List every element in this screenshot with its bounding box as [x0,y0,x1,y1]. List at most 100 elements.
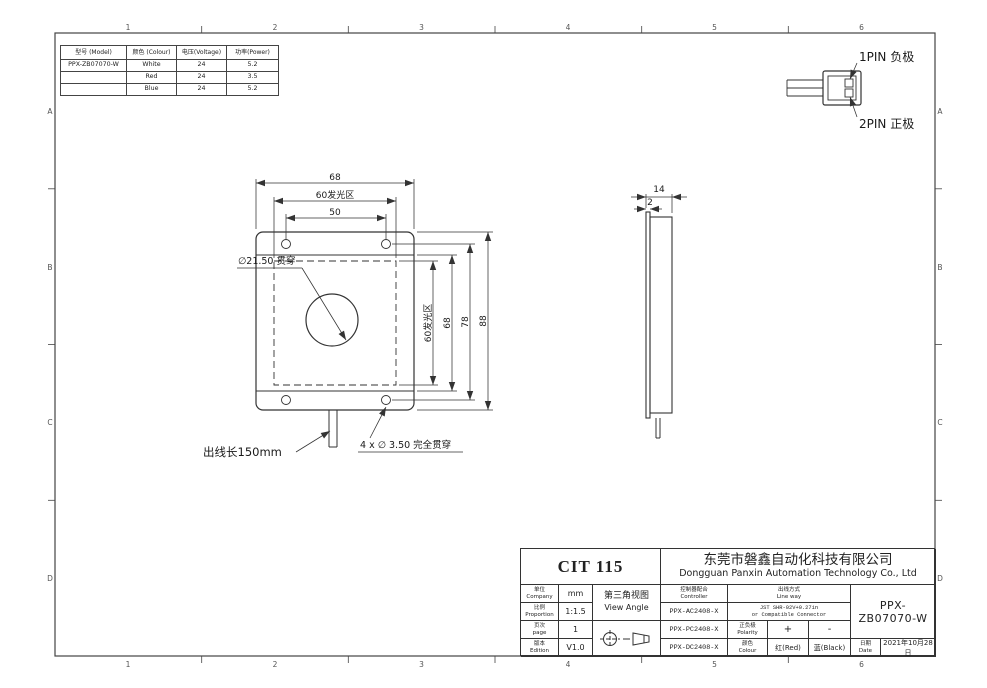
dim-width-outer-text: 68 [329,173,341,183]
spec-cell-model [60,83,127,96]
svg-text:C: C [937,418,942,427]
mount-hole-bottom-left [281,395,291,405]
svg-text:2: 2 [273,660,278,669]
zone-numbers-top: 1 2 3 4 5 6 [126,23,865,32]
spec-cell-voltage: 24 [176,59,227,72]
dim-height-glow [399,260,438,386]
svg-text:1: 1 [126,660,131,669]
mount-hole-bottom-right [381,395,391,405]
date-value: 2021年10月28日 [881,639,936,657]
dim-lip-text: 2 [647,198,653,208]
dim-height-glow-text: 60发光区 [422,304,434,342]
cable-length-label: 出线长150mm [203,445,282,459]
svg-text:C: C [47,418,52,427]
company-name-en: Dongguan Panxin Automation Technology Co… [679,567,917,579]
title-block: CIT 115 东莞市磐鑫自动化科技有限公司 Dongguan Panxin A… [520,548,936,657]
spec-cell-colour: White [126,59,177,72]
dim-width-glow-text: 60发光区 [316,189,354,201]
zone-letters-right: A B C D [937,107,943,583]
svg-text:4: 4 [566,660,571,669]
controller-3: PPX-DC2408-X [661,639,728,657]
svg-text:6: 6 [859,660,864,669]
mount-hole-top-right [381,239,391,249]
drawing-frame [48,26,942,663]
svg-text:5: 5 [712,660,717,669]
spec-cell-model [60,71,127,84]
colour-negative: 蓝(Black) [809,639,851,657]
mount-hole-top-left [281,239,291,249]
dim-height-face [417,254,457,392]
view-angle-label: 第三角视图 View Angle [593,585,661,621]
drawing-code: CIT 115 [521,549,661,585]
company-cell: 东莞市磐鑫自动化科技有限公司 Dongguan Panxin Automatio… [661,549,936,585]
spec-header-row: 型号 (Model) 颜色 (Colour) 电压(Voltage) 功率(Po… [60,45,279,60]
svg-text:D: D [937,574,943,583]
polarity-positive: + [768,621,809,639]
side-view [645,211,673,439]
connector-pin-2 [844,88,854,98]
connector-body [822,70,862,106]
dim-depth-text: 14 [653,185,665,195]
spec-cell-colour: Red [126,71,177,84]
lineway-value: JST SHR-02V+0.27in or Compatible Connect… [728,603,851,621]
center-hole-label: ∅21.50 贯穿 [238,255,296,267]
page-value: 1 [559,621,593,639]
dim-height-outer [417,231,493,411]
connector-wire [786,79,823,97]
cable-leader [295,430,331,453]
pin2-label: 2PIN 正极 [859,117,914,131]
spec-row: Blue 24 5.2 [60,83,279,96]
colour-positive: 红(Red) [768,639,809,657]
svg-text:A: A [937,107,943,116]
front-view [255,231,415,448]
svg-text:4: 4 [566,23,571,32]
dim-height-holes [392,243,475,401]
spec-header-model: 型号 (Model) [60,45,127,60]
spec-cell-power: 3.5 [226,71,279,84]
controller-1: PPX-AC2408-X [661,603,728,621]
svg-text:2: 2 [273,23,278,32]
dim-width-glow [273,197,397,258]
spec-row: PPX-ZB07070-W White 24 5.2 [60,59,279,72]
third-angle-projection-icon [599,629,649,648]
spec-cell-voltage: 24 [176,83,227,96]
company-name-cn: 东莞市磐鑫自动化科技有限公司 [703,552,893,569]
center-hole-leader [237,267,347,341]
svg-text:B: B [47,263,52,272]
svg-text:6: 6 [859,23,864,32]
pin1-label: 1PIN 负极 [859,50,914,64]
spec-table: 型号 (Model) 颜色 (Colour) 电压(Voltage) 功率(Po… [60,45,279,96]
spec-cell-colour: Blue [126,83,177,96]
spec-header-voltage: 电压(Voltage) [176,45,227,60]
polarity-negative: - [809,621,851,639]
center-through-hole [305,293,359,347]
spec-cell-model: PPX-ZB07070-W [60,59,127,72]
svg-text:A: A [47,107,53,116]
dim-height-face-text: 68 [443,317,453,329]
mount-holes-leader [358,406,463,453]
dim-width-holes-text: 50 [329,208,341,218]
pin2-leader [849,96,858,118]
spec-header-colour: 颜色 (Colour) [126,45,177,60]
connector-pin-1 [844,78,854,88]
side-cable [655,418,661,439]
dim-width-holes [285,214,387,239]
projection-symbol-cell [593,621,661,657]
edition-value: V1.0 [559,639,593,657]
pin1-leader [849,62,858,80]
dim-depth [631,193,687,213]
spec-cell-voltage: 24 [176,71,227,84]
unit-value: mm [559,585,593,603]
connector-detail [786,70,862,106]
mount-holes-label: 4 x ∅ 3.50 完全贯穿 [360,439,451,451]
controller-2: PPX-PC2408-X [661,621,728,639]
svg-text:5: 5 [712,23,717,32]
